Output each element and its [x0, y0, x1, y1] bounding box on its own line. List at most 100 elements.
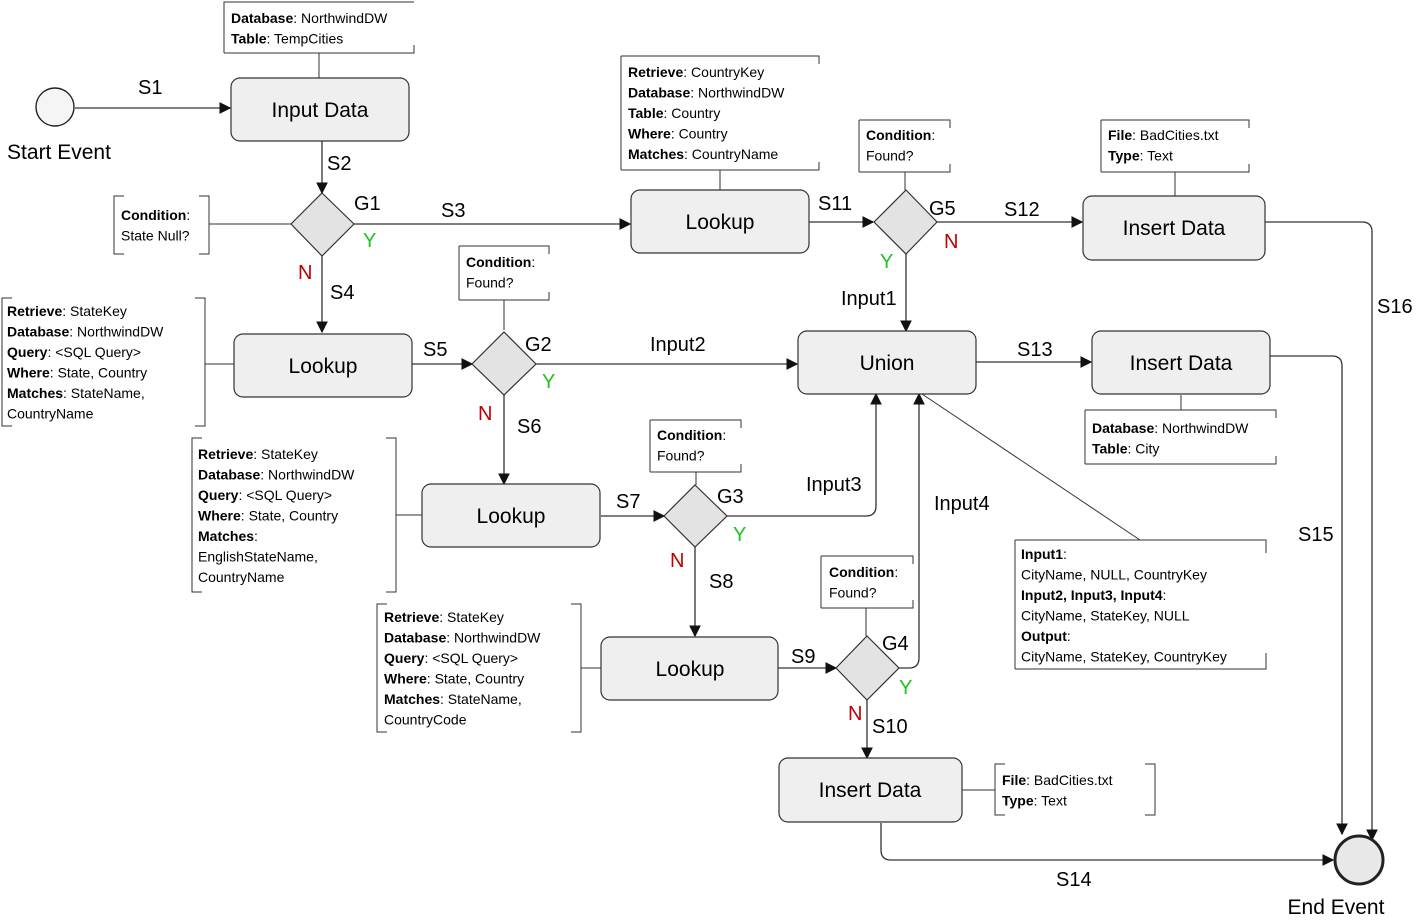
flow-s14: [880, 823, 1335, 866]
annotation-value: Found?: [829, 585, 877, 601]
annotation-value: :: [1163, 587, 1167, 603]
annotation-key: File: [1002, 772, 1026, 788]
task-insert-city: Insert Data: [1091, 330, 1271, 395]
gateway-g2: G2 Y N: [471, 331, 555, 425]
flow-label-s15: S15: [1298, 524, 1334, 546]
annotation-value: : NorthwindDW: [293, 10, 388, 26]
annotation-value: : <SQL Query>: [238, 487, 332, 503]
flow-label-input1: Input1: [841, 288, 897, 310]
task-box: [778, 757, 963, 823]
annotation-key: Database: [1092, 420, 1154, 436]
gateway-label: G1: [354, 193, 381, 215]
annotation-value: : NorthwindDW: [446, 630, 541, 646]
annotation-line: CityName, StateKey, CountryKey: [1021, 649, 1227, 665]
annotation-g3-condition: Condition:Found?: [657, 427, 726, 464]
flow-label-s7: S7: [616, 491, 640, 513]
annotation-g5-condition: Condition:Found?: [866, 127, 935, 164]
annotation-key: Table: [628, 105, 664, 121]
start-event-circle: [35, 87, 75, 127]
annotation-line: Database: NorthwindDW: [198, 467, 355, 483]
annotation-key: Retrieve: [7, 303, 62, 319]
annotation-line: Table: City: [1092, 441, 1159, 457]
annotation-line: Condition:: [866, 127, 935, 143]
annotation-line: EnglishStateName,: [198, 549, 318, 565]
annotation-value: : TempCities: [267, 31, 344, 47]
end-event-label: End Event: [1288, 896, 1385, 919]
end-event-circle: [1333, 834, 1385, 886]
annotation-key: Matches: [198, 528, 254, 544]
gateway-g1: G1 Y N: [290, 192, 381, 284]
annotation-line: Where: State, Country: [198, 508, 338, 524]
annotation-value: : StateKey: [253, 446, 318, 462]
annotation-bracket: [458, 245, 550, 301]
flow-label-s13: S13: [1017, 339, 1053, 361]
annotation-input-data: Database: NorthwindDW Table: TempCities: [231, 10, 388, 47]
flow-label-s6: S6: [517, 416, 541, 438]
gateway-diamond: [835, 635, 900, 701]
gateway-label: G4: [882, 633, 909, 655]
flow-label-s2: S2: [327, 153, 351, 175]
annotation-value: : StateKey: [62, 303, 127, 319]
annotation-value: :: [531, 254, 535, 270]
annotation-value: : State, Country: [427, 671, 524, 687]
annotation-value: :: [894, 564, 898, 580]
annotation-value: : StateKey: [439, 609, 504, 625]
annotation-value: :: [1063, 546, 1067, 562]
no-label: N: [944, 231, 958, 253]
annotation-line: CountryName: [198, 569, 285, 585]
flow-label-input2: Input2: [650, 334, 706, 356]
no-label: N: [298, 262, 312, 284]
gateway-label: G2: [525, 334, 552, 356]
annotation-line: Found?: [466, 275, 514, 291]
annotation-value: CountryCode: [384, 712, 467, 728]
task-lookup-state-1: Lookup: [233, 333, 413, 398]
task-label: Insert Data: [1130, 352, 1233, 375]
annotation-line: Database: NorthwindDW: [231, 10, 388, 26]
start-event: Start Event: [7, 87, 111, 164]
flow-label-input4: Input4: [934, 493, 990, 515]
annotation-value: : BadCities.txt: [1026, 772, 1112, 788]
annotation-g1-condition: Condition:State Null?: [121, 207, 190, 244]
annotation-line: Table: TempCities: [231, 31, 343, 47]
task-label: Insert Data: [819, 779, 922, 802]
flow-s16: [1265, 221, 1378, 842]
annotation-value: : <SQL Query>: [47, 344, 141, 360]
annotation-line: Database: NorthwindDW: [628, 85, 785, 101]
annotation-value: :: [1067, 628, 1071, 644]
task-label: Lookup: [289, 355, 358, 378]
end-event: End Event: [1288, 834, 1385, 919]
annotation-line: Where: State, Country: [7, 365, 147, 381]
annotation-key: Database: [231, 10, 293, 26]
flow-label-s14: S14: [1056, 869, 1092, 891]
flow-label-input3: Input3: [806, 474, 862, 496]
annotation-line: Found?: [829, 585, 877, 601]
annotation-value: : State, Country: [50, 365, 147, 381]
task-label: Insert Data: [1123, 217, 1226, 240]
gateway-label: G5: [929, 198, 956, 220]
annotation-bracket: [649, 419, 742, 473]
annotation-key: Where: [198, 508, 241, 524]
annotation-value: : Text: [1140, 148, 1173, 164]
task-box: [797, 330, 977, 395]
annotation-value: : CountryName: [684, 146, 778, 162]
annotation-key: Database: [7, 324, 69, 340]
annotation-value: :: [254, 528, 258, 544]
flow-label-s16: S16: [1377, 296, 1413, 318]
annotations: [1, 1, 1277, 816]
annotation-bracket: [113, 195, 210, 255]
annotation-key: Database: [198, 467, 260, 483]
task-box: [230, 77, 410, 142]
annotation-value: :: [722, 427, 726, 443]
flow-input3: [727, 392, 882, 517]
annotation-value: : NorthwindDW: [260, 467, 355, 483]
annotation-bracket: [1, 297, 206, 427]
annotation-line: Matches: StateName,: [7, 385, 145, 401]
gateway-diamond: [873, 189, 938, 255]
annotation-key: Condition: [121, 207, 186, 223]
annotation-key: Matches: [7, 385, 63, 401]
gateway-g5: G5 Y N: [873, 189, 958, 273]
